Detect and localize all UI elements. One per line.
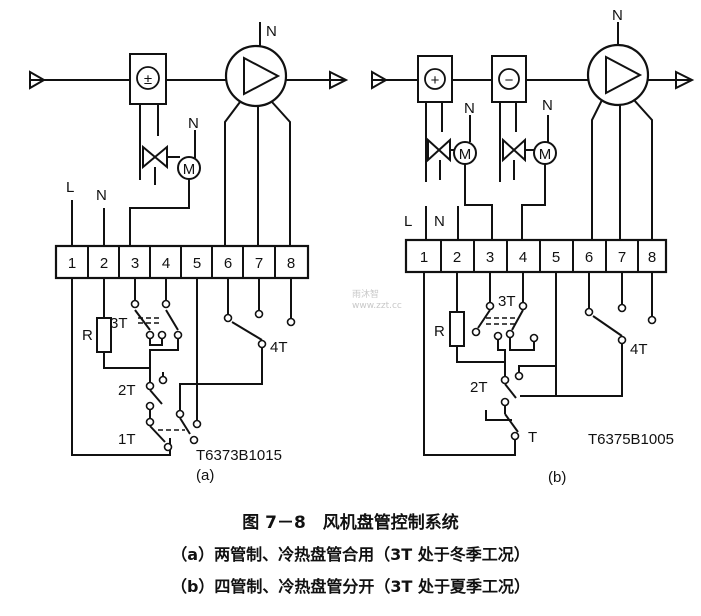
terminal-b-7: 7	[618, 249, 626, 266]
label-l: L	[66, 179, 74, 196]
terminal-block-b: 1 2 3 4 5 6 7 8	[404, 238, 668, 274]
air-outlet-arrow-icon-b	[675, 70, 695, 90]
terminal-2: 2	[100, 255, 108, 272]
terminal-block-a: 1 2 3 4 5 6 7 8	[54, 244, 310, 280]
terminal-b-3: 3	[486, 249, 494, 266]
label-n-motor2: N	[542, 97, 553, 114]
label-r: R	[82, 327, 93, 344]
part-number-b: T6375B1005	[588, 431, 674, 448]
valve-cool-motor-symbol: M	[539, 146, 552, 163]
terminal-5: 5	[193, 255, 201, 272]
label-n-motor1: N	[464, 100, 475, 117]
terminal-b-1: 1	[420, 249, 428, 266]
heating-coil-symbol: +	[431, 72, 440, 89]
label-n-supply-b: N	[434, 213, 445, 230]
part-number-a: T6373B1015	[196, 447, 282, 464]
label-r-b: R	[434, 323, 445, 340]
label-4t-a: 4T	[270, 339, 288, 356]
terminal-1: 1	[68, 255, 76, 272]
label-2t-a: 2T	[118, 382, 136, 399]
resistor-r	[96, 317, 112, 353]
air-outlet-arrow-icon	[329, 70, 349, 90]
watermark: 雨沐智 www.zzt.cc	[352, 290, 402, 312]
terminal-6: 6	[224, 255, 232, 272]
terminal-b-2: 2	[453, 249, 461, 266]
label-l-b: L	[404, 213, 412, 230]
figure-title: 图 7－8 风机盘管控制系统	[242, 513, 459, 533]
terminal-b-6: 6	[585, 249, 593, 266]
diagram-a: ± M N N L N	[29, 22, 349, 484]
label-4t-b: 4T	[630, 341, 648, 358]
terminal-b-8: 8	[648, 249, 656, 266]
sublabel-b: (b)	[548, 469, 566, 486]
terminal-8: 8	[287, 255, 295, 272]
valve-heat-motor-symbol: M	[459, 146, 472, 163]
label-n-fan: N	[266, 23, 277, 40]
label-1t-a: 1T	[118, 431, 136, 448]
watermark-line2: www.zzt.cc	[352, 301, 402, 311]
air-inlet-arrow-icon-b	[371, 70, 389, 90]
label-3t-b: 3T	[498, 293, 516, 310]
terminal-b-4: 4	[519, 249, 527, 266]
valve-icon	[142, 144, 168, 170]
terminal-7: 7	[255, 255, 263, 272]
air-inlet-arrow-icon	[29, 70, 47, 90]
cooling-coil-symbol: −	[505, 72, 514, 89]
cooling-coil-box	[491, 55, 527, 103]
heating-coil-box	[417, 55, 453, 103]
diagram-b: + M N − M N N L N	[371, 7, 695, 486]
label-n-supply: N	[96, 187, 107, 204]
valve-heat-icon	[427, 137, 451, 163]
fan-icon	[224, 44, 288, 108]
caption-b: （b）四管制、冷热盘管分开（3T 处于夏季工况）	[170, 577, 531, 596]
label-2t-b: 2T	[470, 379, 488, 396]
valve-cool-icon	[502, 137, 526, 163]
valve-motor-symbol: M	[183, 161, 196, 178]
label-t-b: T	[528, 429, 537, 446]
resistor-r-b	[449, 311, 465, 347]
label-3t-a: 3T	[110, 315, 128, 332]
terminal-b-5: 5	[552, 249, 560, 266]
fan-coil-control-diagram: ± M N N L N	[29, 7, 695, 486]
terminal-3: 3	[131, 255, 139, 272]
caption-a: （a）两管制、冷热盘管合用（3T 处于冬季工况）	[171, 545, 530, 564]
coil-symbol: ±	[144, 71, 152, 88]
sublabel-a: (a)	[196, 467, 214, 484]
watermark-line1: 雨沐智	[352, 290, 380, 300]
label-n-fan-b: N	[612, 7, 623, 24]
label-n-motor: N	[188, 115, 199, 132]
terminal-4: 4	[162, 255, 170, 272]
